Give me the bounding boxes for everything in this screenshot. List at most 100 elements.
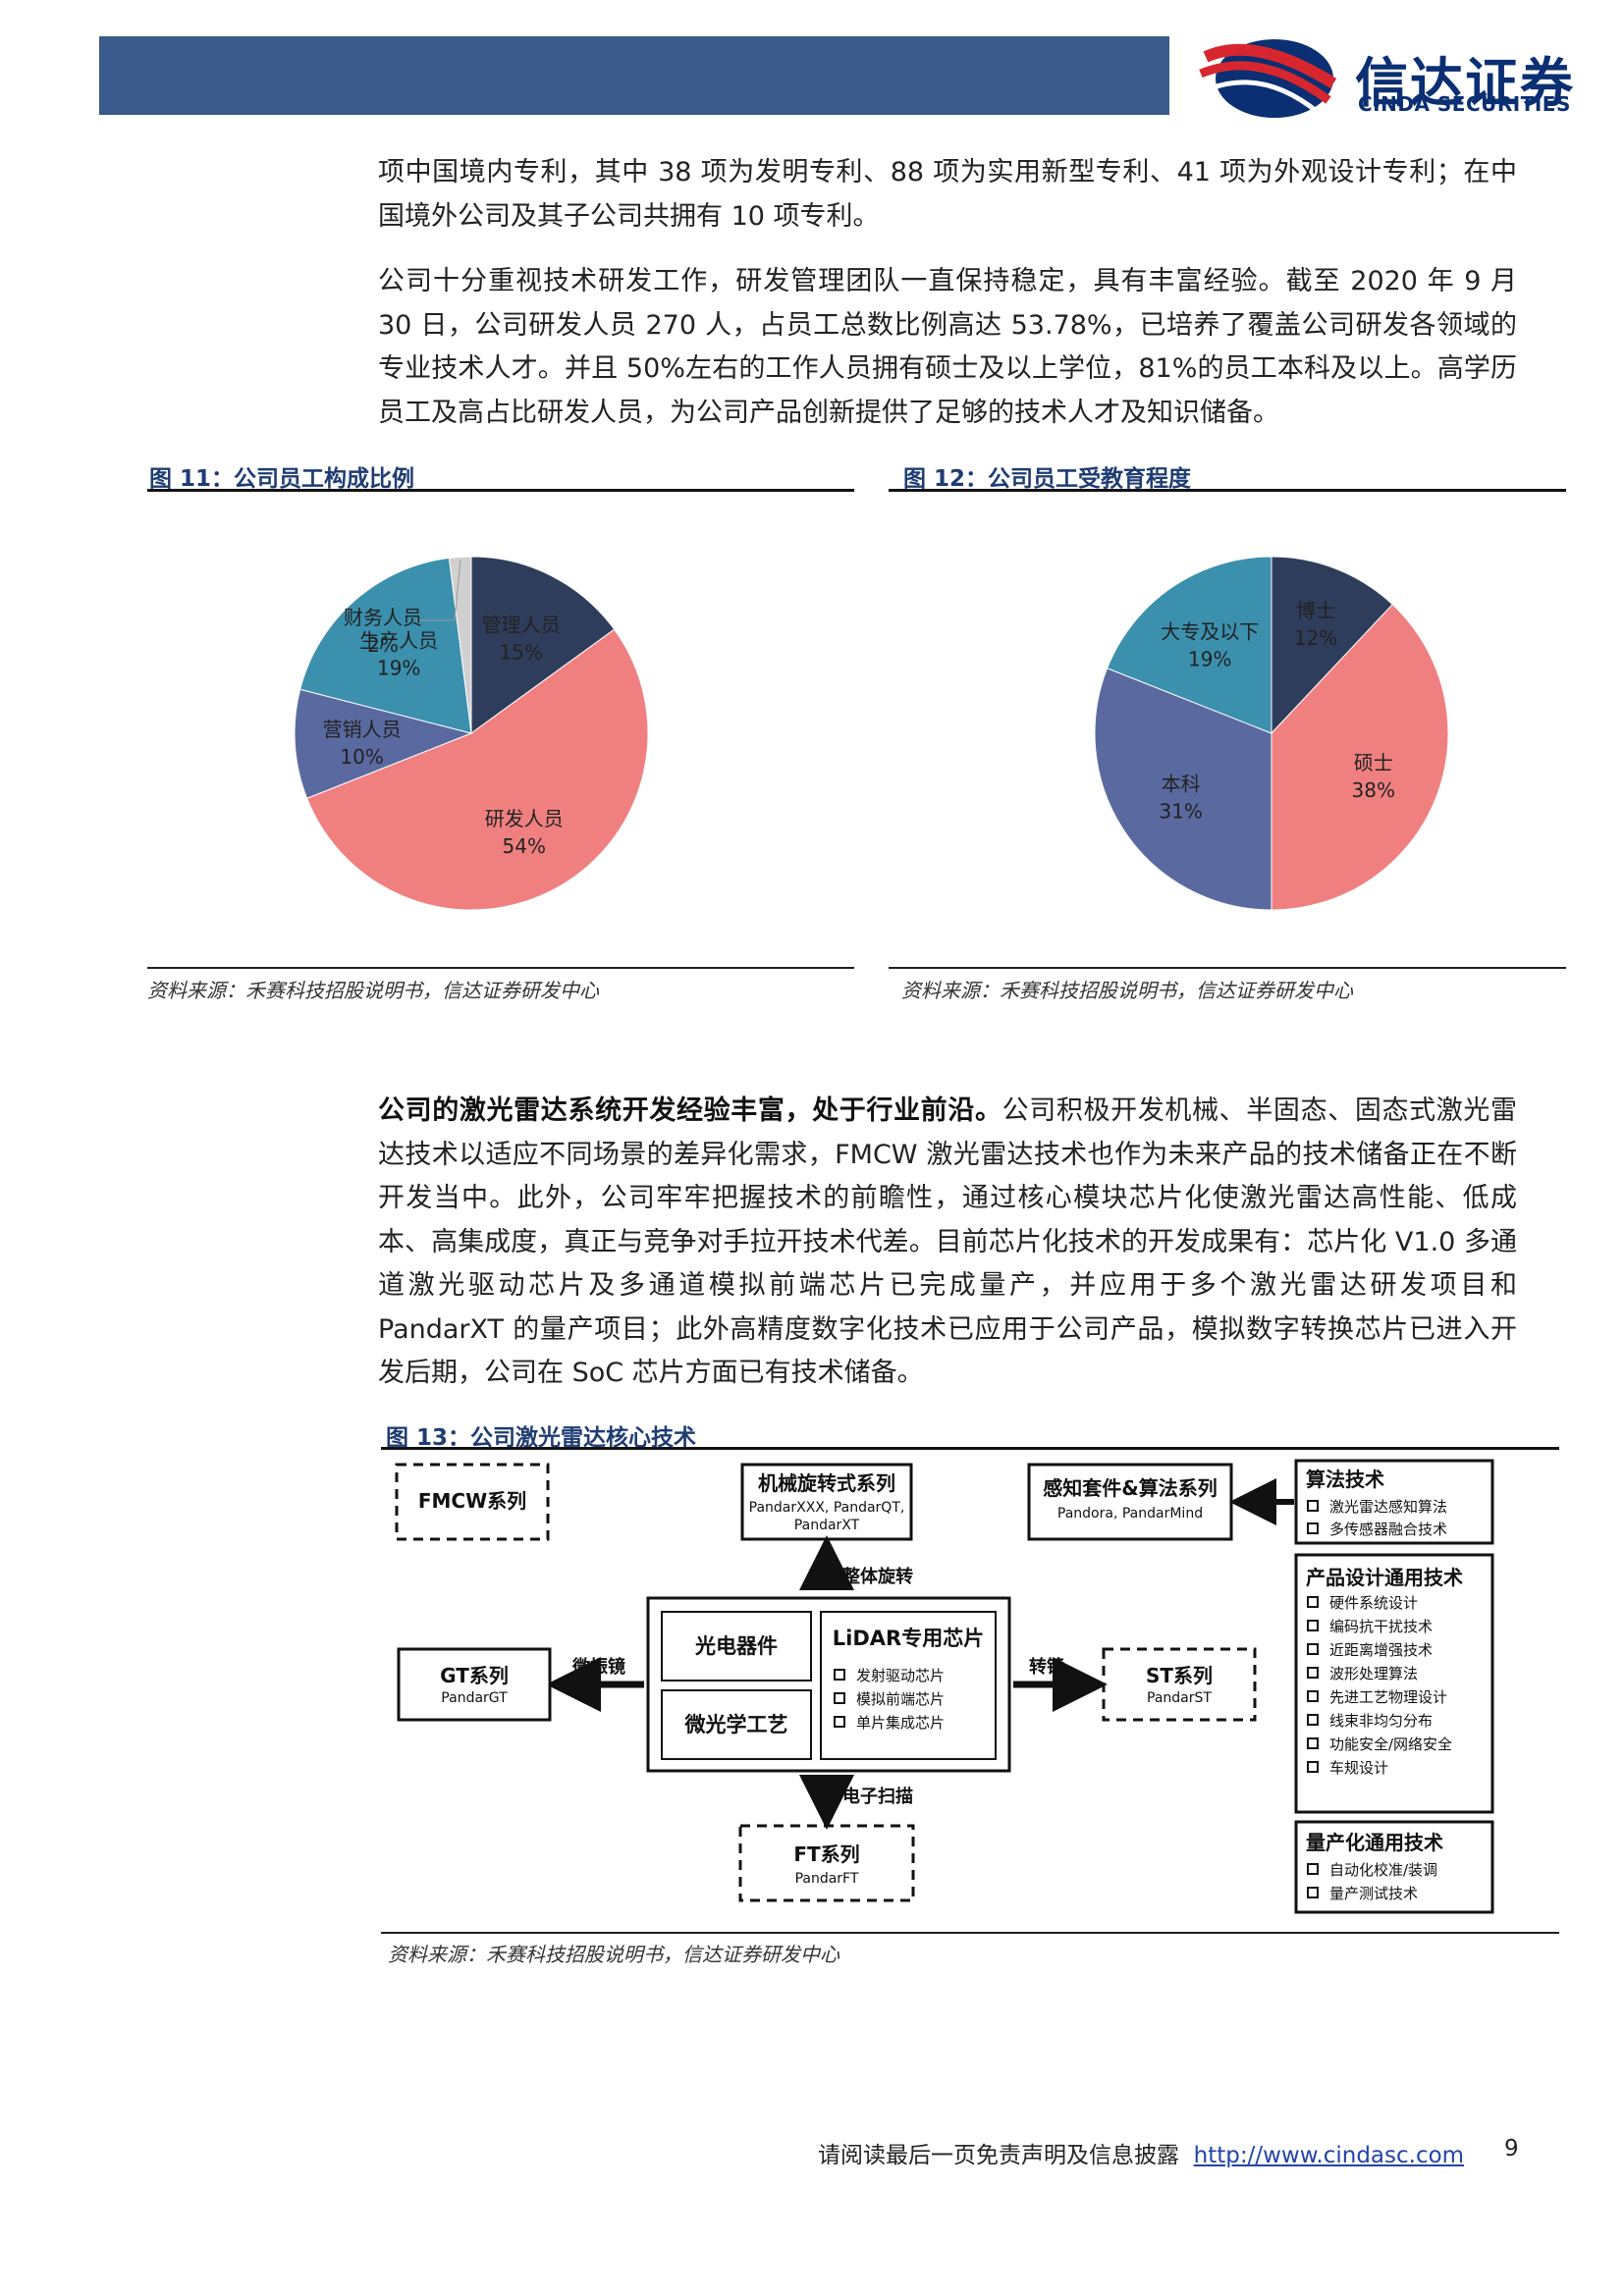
pie-slice-3: [1094, 667, 1272, 911]
pie-value-label: 31%: [1159, 800, 1202, 824]
pie-value-label: 19%: [377, 656, 420, 679]
checkbox-icon: [1307, 1737, 1319, 1749]
mech-box: [740, 1463, 913, 1541]
checkbox-icon: [1307, 1690, 1319, 1702]
pie-label: 硕士: [1354, 751, 1393, 774]
mech-title: 机械旋转式系列: [758, 1471, 895, 1495]
fig13-top-rule: [381, 1447, 1559, 1450]
pie-slice-1: [470, 556, 616, 734]
checkbox-icon: [1307, 1667, 1319, 1679]
fig12-bottom-rule: [889, 967, 1566, 969]
algo-box: [1294, 1459, 1494, 1545]
pie-value-label: 10%: [340, 745, 383, 769]
st-sub: PandarST: [1147, 1690, 1212, 1706]
opto-label: 光电器件: [694, 1634, 778, 1658]
gt-sub: PandarGT: [441, 1690, 508, 1706]
pie-slice-1: [1271, 556, 1393, 735]
gt-box: [397, 1647, 552, 1722]
pie-label: 研发人员: [485, 807, 564, 830]
checkbox-icon: [834, 1716, 845, 1728]
paragraph-lidar-body: 公司积极开发机械、半固态、固态式激光雷达技术以适应不同场景的差异化需求，FMCW…: [378, 1095, 1518, 1388]
fig12-title: 图 12：公司员工受教育程度: [903, 466, 1192, 492]
pie-slice-4: [299, 557, 472, 734]
logo-emblem-icon: [1199, 39, 1337, 118]
fig11-source: 资料来源：禾赛科技招股说明书，信达证券研发中心: [147, 979, 599, 1002]
micro-optics-box: [661, 1689, 812, 1760]
opto-box: [661, 1611, 812, 1682]
mech-sub1: PandarXXX, PandarQT,: [749, 1500, 905, 1516]
fig11-bottom-rule: [147, 967, 854, 969]
fmcw-box: [395, 1463, 550, 1541]
checkbox-icon: [1307, 1761, 1319, 1773]
footer-link[interactable]: http://www.cindasc.com: [1193, 2143, 1465, 2168]
pie-value-label: 19%: [1188, 648, 1231, 671]
pie-leader-line: [416, 560, 461, 621]
pie-slice-3: [294, 688, 473, 799]
page-number: 9: [1504, 2136, 1519, 2162]
paragraph-patents: 项中国境内专利，其中 38 项为发明专利、88 项为实用新型专利、41 项为外观…: [378, 157, 1517, 232]
list-item: 先进工艺物理设计: [1329, 1688, 1447, 1706]
pie-value-label: 54%: [503, 834, 546, 858]
fig11-title: 图 11：公司员工构成比例: [149, 466, 415, 492]
paragraph-lidar-lead: 公司的激光雷达系统开发经验丰富，处于行业前沿。: [378, 1095, 1002, 1126]
paragraph-lidar: 公司的激光雷达系统开发经验丰富，处于行业前沿。公司积极开发机械、半固态、固态式激…: [378, 1090, 1517, 1396]
pie-value-label: 38%: [1352, 778, 1395, 802]
checkbox-icon: [1307, 1714, 1319, 1726]
design-box: [1294, 1553, 1494, 1814]
list-item: 多传感器融合技术: [1329, 1521, 1447, 1538]
ft-title: FT系列: [793, 1842, 859, 1866]
mass-box: [1294, 1820, 1494, 1914]
list-item: 发射驱动芯片: [856, 1667, 945, 1684]
list-item: 单片集成芯片: [856, 1714, 945, 1732]
algo-title: 算法技术: [1306, 1468, 1384, 1491]
checkbox-icon: [1307, 1643, 1319, 1655]
list-item: 激光雷达感知算法: [1329, 1498, 1447, 1516]
perception-title: 感知套件&算法系列: [1043, 1476, 1217, 1500]
gt-title: GT系列: [440, 1664, 509, 1687]
mass-title: 量产化通用技术: [1306, 1831, 1443, 1854]
footer-disclaimer: 请阅读最后一页免责声明及信息披露 http://www.cindasc.com: [818, 2136, 1464, 2169]
list-item: 波形处理算法: [1329, 1665, 1418, 1682]
pie-label: 大专及以下: [1161, 620, 1259, 644]
checkbox-icon: [1307, 1596, 1319, 1608]
fig13-title: 图 13：公司激光雷达核心技术: [386, 1425, 697, 1451]
checkbox-icon: [834, 1692, 845, 1704]
list-item: 硬件系统设计: [1329, 1594, 1418, 1612]
design-items: 硬件系统设计编码抗干扰技术近距离增强技术波形处理算法先进工艺物理设计线束非均匀分…: [1307, 1594, 1452, 1777]
header-bar: [99, 36, 1169, 115]
fig13-bottom-rule: [381, 1932, 1559, 1934]
pie-slice-2: [1271, 604, 1449, 911]
paragraph-rd: 公司十分重视技术研发工作，研发管理团队一直保持稳定，具有丰富经验。截至 2020…: [378, 266, 1517, 428]
checkbox-icon: [1307, 1522, 1319, 1534]
logo: [1196, 29, 1608, 128]
fmcw-label: FMCW系列: [418, 1489, 526, 1513]
fig13-source: 资料来源：禾赛科技招股说明书，信达证券研发中心: [388, 1943, 839, 1966]
footer-disclaimer-text: 请阅读最后一页免责声明及信息披露: [818, 2143, 1179, 2168]
pie-label: 营销人员: [323, 718, 402, 741]
scan-label: 电子扫描: [842, 1786, 913, 1807]
list-item: 近距离增强技术: [1329, 1641, 1433, 1659]
checkbox-icon: [1307, 1887, 1319, 1898]
pie-label: 管理人员: [482, 614, 561, 637]
pie-slice-2: [305, 628, 649, 911]
ft-sub: PandarFT: [795, 1871, 859, 1887]
micro-optics-label: 微光学工艺: [684, 1713, 788, 1736]
lidar-core-tech-diagram: FMCW系列 机械旋转式系列 PandarXXX, PandarQT, Pand…: [395, 1459, 1494, 1914]
pie-label: 财务人员: [344, 606, 422, 629]
mech-sub2: PandarXT: [794, 1518, 860, 1533]
pie-label: 生产人员: [359, 628, 438, 652]
pie-label: 本科: [1162, 773, 1201, 796]
rotate-label: 整体旋转: [841, 1566, 913, 1587]
list-item: 模拟前端芯片: [856, 1690, 945, 1708]
st-title: ST系列: [1146, 1664, 1213, 1687]
list-item: 自动化校准/装调: [1329, 1861, 1437, 1879]
st-box: [1102, 1647, 1257, 1722]
perception-sub: Pandora, PandarMind: [1057, 1506, 1203, 1522]
fig12-source: 资料来源：禾赛科技招股说明书，信达证券研发中心: [901, 979, 1353, 1002]
pie-label: 博士: [1296, 599, 1335, 622]
pie-value-label: 2%: [367, 633, 399, 657]
